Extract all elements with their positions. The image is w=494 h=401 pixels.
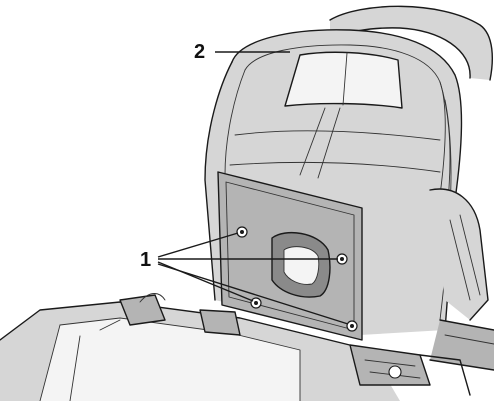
right-side-frame [429,188,494,371]
callout-1-leader-top-left [157,232,239,258]
callout-2-label: 2 [194,41,205,63]
screw-bottom-left [250,297,262,309]
callout-2: 2 [194,41,290,63]
lower-mechanism [349,344,471,396]
callout-1: 1 [140,232,349,325]
mounting-screws [236,226,358,332]
screw-bottom-right [346,320,358,332]
screw-top-left [236,226,248,238]
backrest-window [284,51,403,109]
backrest-panel-seams [229,107,441,179]
screw-top-right [336,253,348,265]
callout-1-leader-bottom-right [157,263,349,325]
callout-1-label: 1 [140,249,151,271]
seat-base [0,293,400,401]
